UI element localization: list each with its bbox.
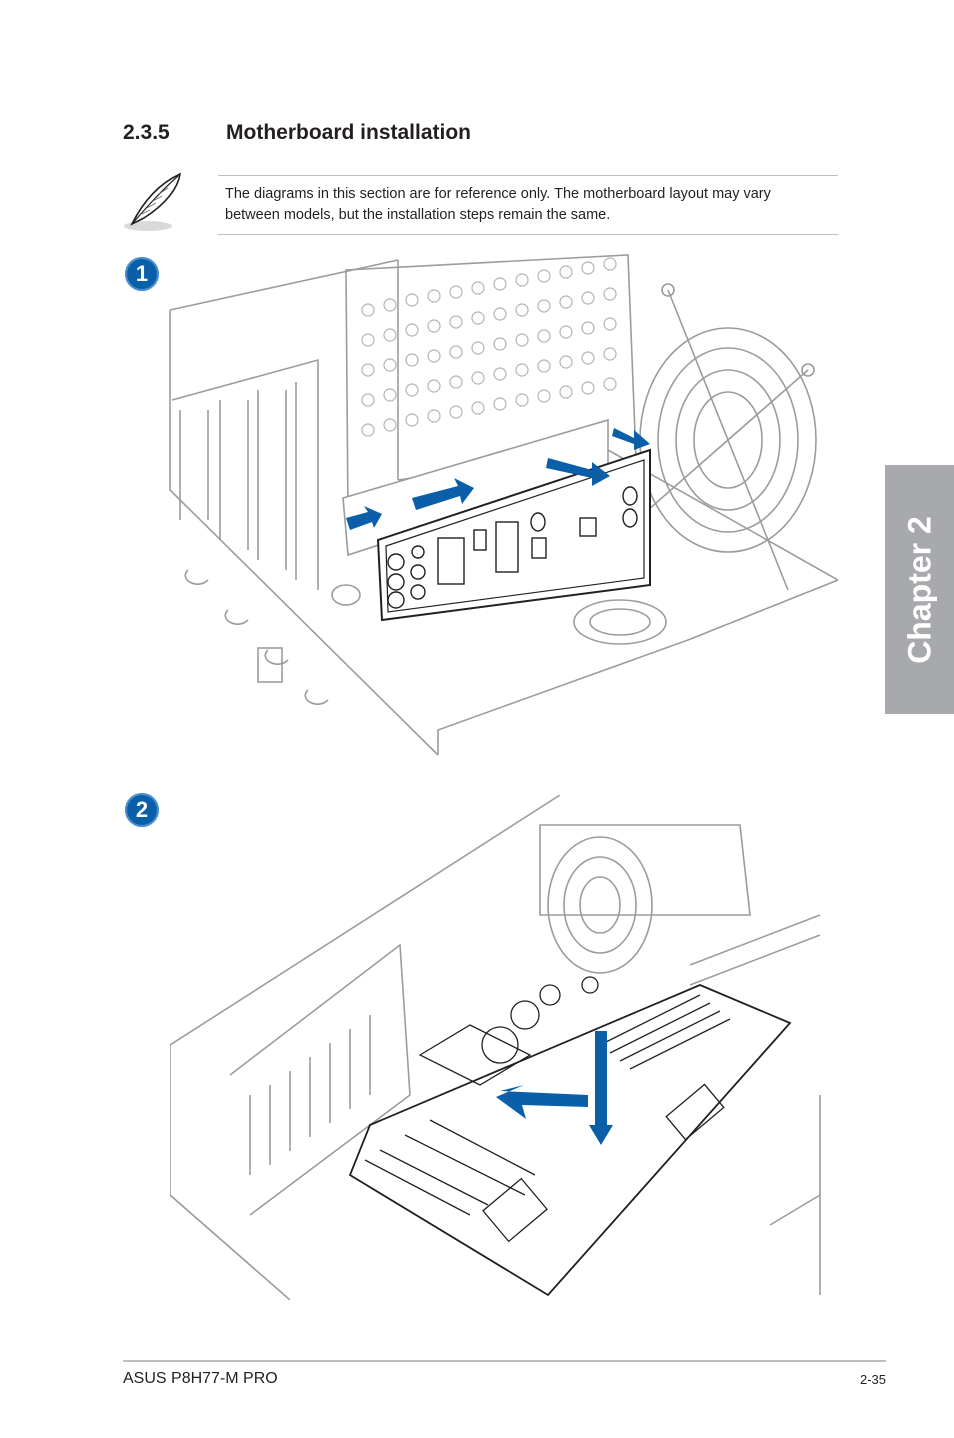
footer-page-number: 2-35 — [859, 1372, 886, 1387]
step-2-badge: 2 — [125, 793, 159, 827]
section-number: 2.3.5 — [123, 121, 170, 144]
footer-product: ASUS P8H77-M PRO — [123, 1370, 278, 1387]
note-bottom-rule — [218, 234, 838, 235]
section-title: Motherboard installation — [226, 121, 472, 144]
section-heading: 2.3.5 Motherboard installation — [123, 121, 471, 145]
io-shield-installation-diagram — [168, 250, 839, 760]
note-top-rule — [218, 175, 838, 176]
insertion-arrows — [346, 428, 650, 530]
motherboard-placement-diagram — [169, 794, 830, 1301]
chapter-tab: Chapter 2 — [885, 465, 954, 714]
placement-arrows — [496, 1031, 613, 1145]
step-1-badge: 1 — [125, 257, 159, 291]
chapter-tab-label: Chapter 2 — [901, 515, 937, 664]
footer-rule — [123, 1360, 886, 1362]
quill-note-icon — [120, 168, 190, 234]
note-text: The diagrams in this section are for ref… — [225, 186, 771, 223]
